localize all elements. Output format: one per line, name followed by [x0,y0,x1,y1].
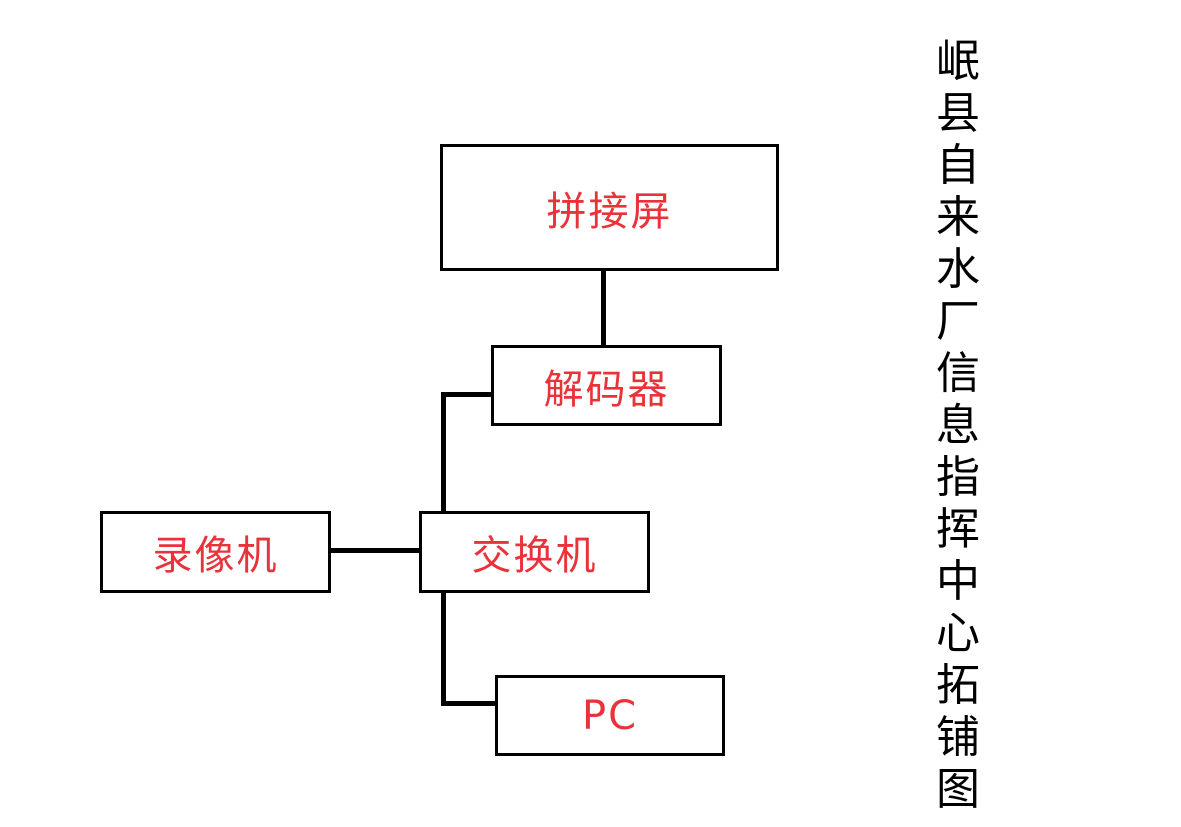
video-wall-label: 拼接屏 [546,188,673,235]
title-char: 心 [936,608,980,659]
title-char: 县 [936,88,980,139]
title-char: 水 [936,244,980,295]
decoder-label: 解码器 [543,366,670,413]
title-char: 厂 [936,296,980,347]
decoder-node: 解码器 [491,345,722,426]
switch-node: 交换机 [419,511,650,593]
connector-switch-pc-horizontal [441,701,498,706]
pc-label: PC [581,692,639,739]
title-char: 拓 [936,660,980,711]
recorder-label: 录像机 [152,533,279,579]
connector-recorder-switch [330,548,422,553]
title-char: 信 [936,348,980,399]
title-char: 指 [936,452,980,503]
title-char: 挥 [936,504,980,555]
pc-node: PC [495,675,725,756]
video-wall-node: 拼接屏 [440,144,779,271]
connector-switch-pc-vertical [441,591,446,706]
connector-decoder-switch-horizontal [441,392,494,397]
title-char: 中 [936,556,980,607]
connector-decoder-switch-vertical [441,392,446,514]
title-char: 铺 [936,712,980,763]
title-char: 自 [936,140,980,191]
recorder-node: 录像机 [100,511,331,593]
switch-label: 交换机 [471,533,598,579]
connector-video-wall-decoder [601,270,606,348]
diagram-title: 岷县自来水厂信息指挥中心拓铺图 [930,36,986,816]
title-char: 息 [936,400,980,451]
title-char: 图 [936,764,980,815]
title-char: 来 [936,192,980,243]
title-char: 岷 [936,36,980,87]
